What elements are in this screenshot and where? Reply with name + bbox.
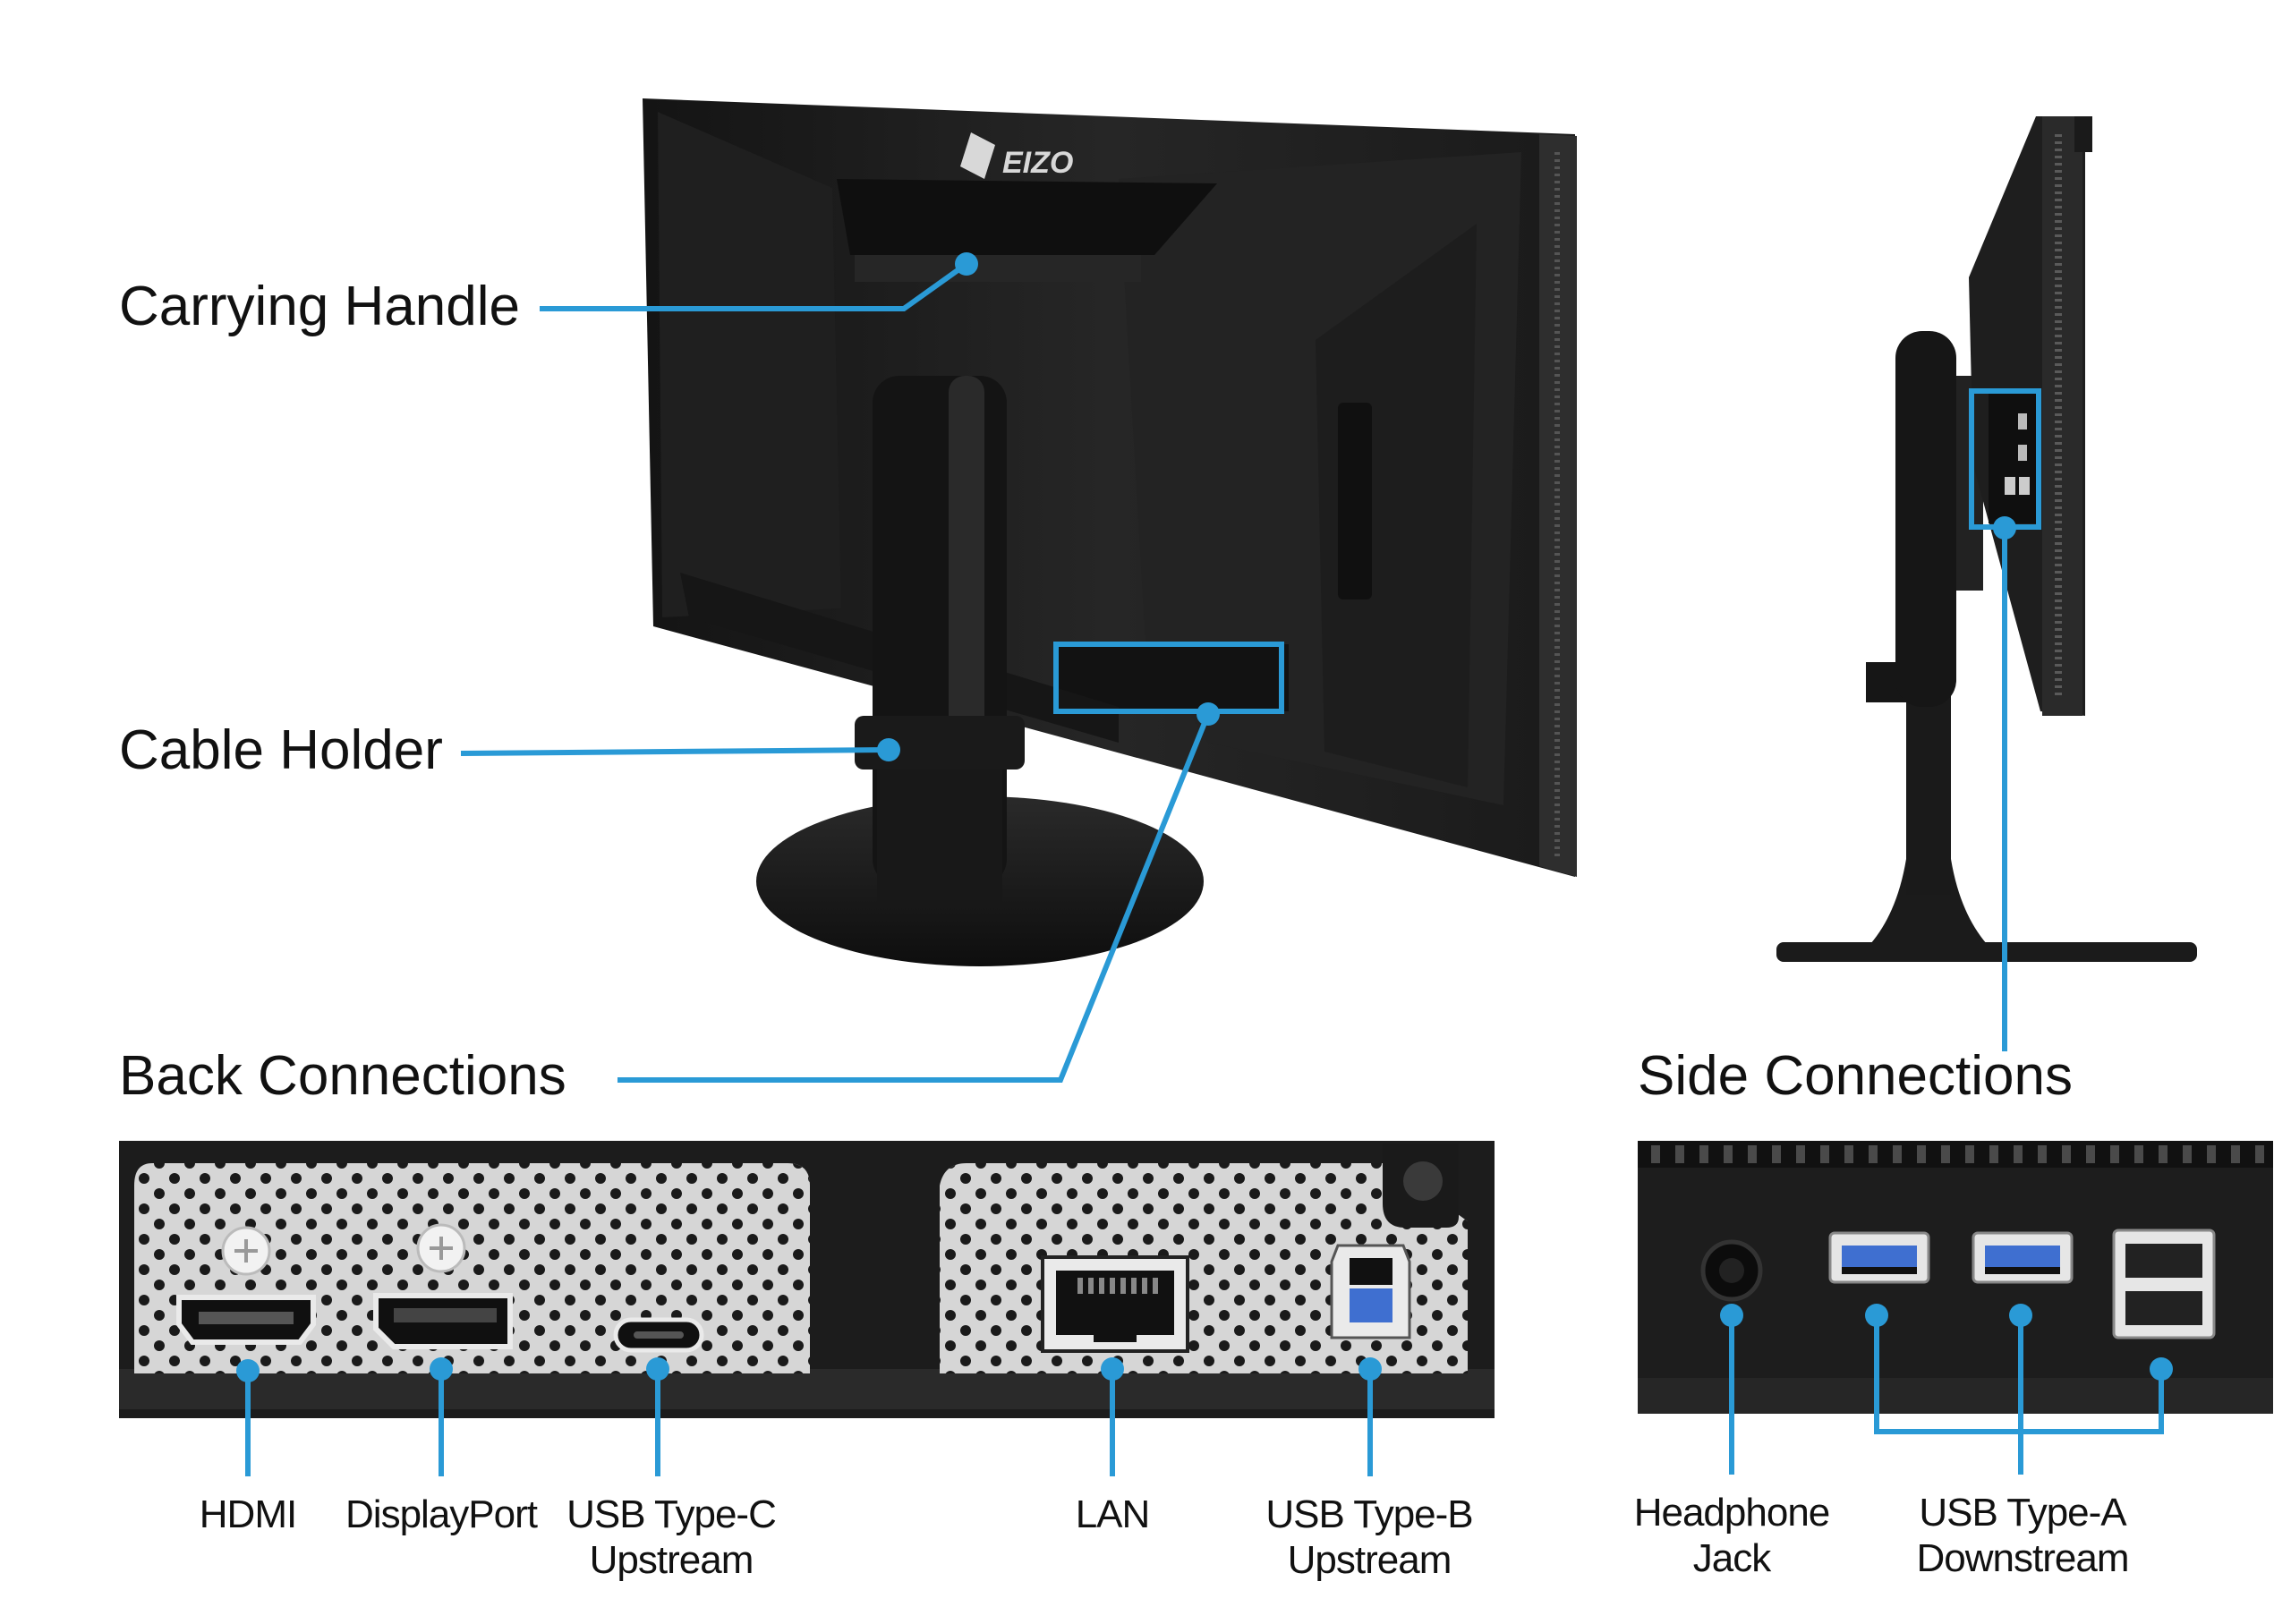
side-stand-base	[1776, 942, 2197, 962]
eizo-logo: EIZO	[960, 132, 1073, 180]
lan-port	[1041, 1255, 1189, 1353]
label-headphone-line1: Headphone	[1633, 1491, 1831, 1535]
back-connections-leader	[617, 712, 1211, 1083]
label-usb-c-line2: Upstream	[589, 1537, 754, 1582]
label-back-connections: Back Connections	[119, 1045, 566, 1107]
label-lan: LAN	[1041, 1492, 1184, 1538]
label-usb-a-line1: USB Type-A	[1919, 1491, 2126, 1535]
label-displayport-text: DisplayPort	[345, 1492, 538, 1536]
carrying-handle-leader	[540, 261, 968, 311]
svg-text:EIZO: EIZO	[1002, 146, 1073, 180]
displayport-port	[373, 1293, 513, 1349]
label-displayport: DisplayPort	[325, 1492, 558, 1538]
label-usb-b: USB Type-B Upstream	[1248, 1492, 1490, 1583]
label-hdmi-text: HDMI	[199, 1492, 297, 1536]
side-stand-arm	[1895, 331, 1956, 707]
callout-lines	[245, 261, 2164, 1476]
back-connections-highlight	[1053, 642, 1284, 714]
label-side-connections: Side Connections	[1638, 1045, 2073, 1107]
carrying-handle-recess	[837, 179, 1217, 255]
label-usb-b-line2: Upstream	[1287, 1537, 1452, 1582]
label-hdmi: HDMI	[176, 1492, 319, 1538]
label-usb-c: USB Type-C Upstream	[555, 1492, 788, 1583]
label-usb-c-line1: USB Type-C	[566, 1492, 777, 1536]
cable-holder-leader	[460, 747, 890, 756]
label-lan-text: LAN	[1075, 1492, 1151, 1536]
usb-a-port-1	[1828, 1231, 1930, 1284]
label-usb-a-line2: Downstream	[1916, 1535, 2130, 1580]
label-carrying-handle: Carrying Handle	[119, 276, 520, 337]
usb-a-port-dual	[2112, 1229, 2216, 1339]
label-usb-a: USB Type-A Downstream	[1897, 1491, 2148, 1581]
label-usb-b-line1: USB Type-B	[1265, 1492, 1473, 1536]
usb-b-port	[1330, 1244, 1411, 1339]
label-headphone-line2: Jack	[1692, 1535, 1771, 1580]
usb-a-port-2	[1972, 1231, 2074, 1284]
callout-dots	[236, 252, 2173, 1382]
hdmi-port	[176, 1295, 316, 1345]
headphone-jack-port	[1700, 1239, 1763, 1302]
back-connections-panel	[119, 1141, 1495, 1418]
label-headphone-jack: Headphone Jack	[1624, 1491, 1839, 1581]
monitor-side-view	[1776, 116, 2197, 962]
monitor-rear-view: EIZO	[643, 98, 1577, 966]
label-cable-holder: Cable Holder	[119, 719, 443, 781]
usb-c-port	[613, 1317, 704, 1353]
